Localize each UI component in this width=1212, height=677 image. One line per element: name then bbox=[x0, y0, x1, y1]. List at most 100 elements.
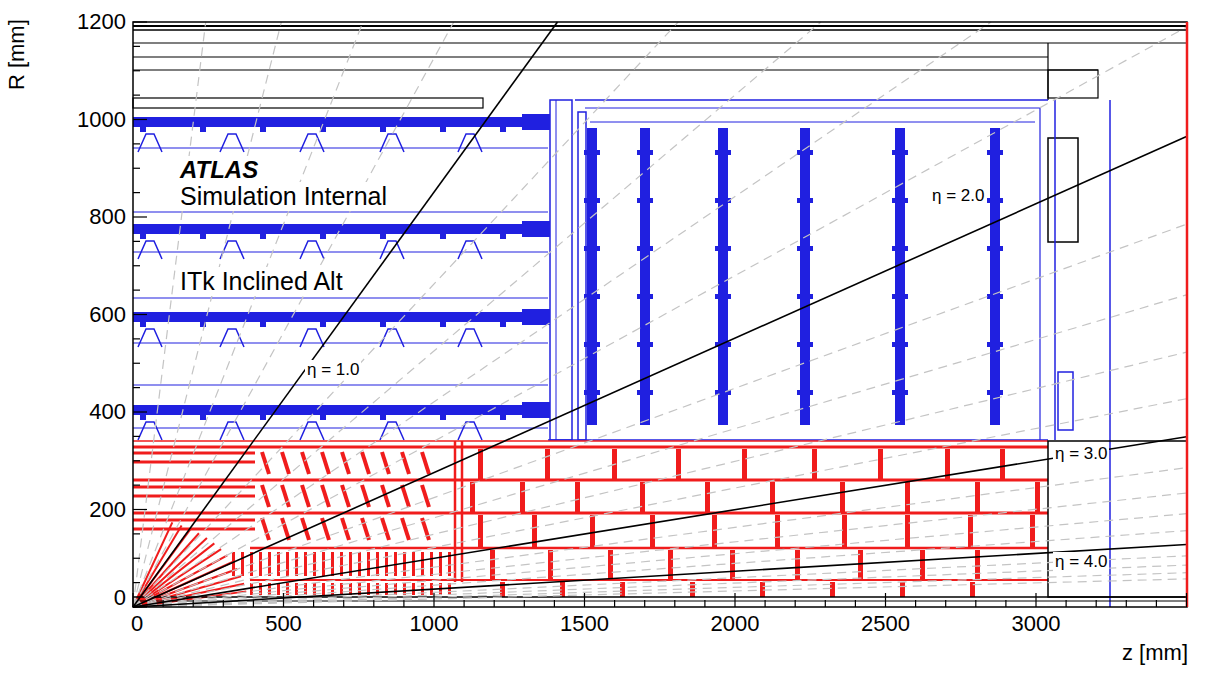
outer-envelope bbox=[133, 29, 1187, 31]
pixel-inner-ring bbox=[412, 583, 415, 595]
strip-endcap-disk bbox=[718, 128, 728, 425]
strip-module-mark bbox=[320, 415, 326, 420]
eta-dashed-line bbox=[133, 22, 678, 607]
strip-support-line bbox=[133, 342, 548, 343]
pixel-inner-ring bbox=[259, 552, 262, 576]
pixel-ring bbox=[775, 515, 780, 548]
pixel-ring bbox=[548, 550, 553, 580]
pixel-ring bbox=[905, 482, 910, 513]
strip-barrel-layer bbox=[133, 117, 525, 127]
axis-tick bbox=[133, 70, 140, 71]
strip-support-bracket bbox=[300, 329, 324, 347]
axis-tick bbox=[193, 600, 194, 607]
pixel-inner-ring bbox=[439, 552, 442, 576]
strip-support-line bbox=[133, 297, 548, 298]
strip-disk-module bbox=[987, 246, 1003, 251]
support-box bbox=[133, 98, 483, 108]
strip-module-mark bbox=[260, 322, 266, 327]
pixel-inner-ring bbox=[277, 583, 280, 595]
strip-disk-module bbox=[987, 390, 1003, 395]
eta-dashed-line bbox=[133, 22, 991, 607]
strip-disk-module bbox=[637, 294, 653, 299]
strip-disk-module bbox=[715, 246, 731, 251]
strip-module-mark bbox=[440, 127, 446, 132]
axis-tick bbox=[825, 600, 826, 607]
strip-module-mark bbox=[380, 415, 386, 420]
strip-module-mark bbox=[200, 234, 206, 239]
eta-line bbox=[133, 544, 1187, 607]
outer-envelope bbox=[133, 56, 1048, 57]
strip-support-bracket bbox=[220, 329, 244, 347]
axis-tick bbox=[1005, 600, 1006, 607]
strip-support-bracket bbox=[220, 134, 244, 152]
pixel-inclined-module bbox=[282, 452, 289, 474]
pixel-inner-ring bbox=[412, 552, 415, 576]
strip-endcap-frame bbox=[1039, 108, 1040, 440]
pixel-inner-ring bbox=[268, 552, 271, 576]
pixel-ring bbox=[842, 515, 847, 548]
strip-module-mark bbox=[140, 127, 146, 132]
strip-disk-module bbox=[987, 294, 1003, 299]
axis-tick bbox=[223, 600, 224, 607]
axis-tick bbox=[885, 593, 886, 607]
axis-tick bbox=[133, 533, 140, 534]
axis-tick bbox=[855, 600, 856, 607]
strip-disk-module bbox=[637, 198, 653, 203]
strip-disk-module bbox=[584, 342, 600, 347]
axis-tick bbox=[133, 363, 140, 364]
pixel-support-line bbox=[133, 446, 1048, 449]
pixel-ring bbox=[905, 515, 910, 548]
axis-tick bbox=[403, 600, 404, 607]
tick-label: 500 bbox=[265, 611, 302, 636]
service-box bbox=[1048, 70, 1098, 98]
strip-support-bracket bbox=[380, 134, 404, 152]
strip-module-mark bbox=[380, 127, 386, 132]
strip-support-bracket bbox=[138, 422, 162, 440]
plot-frame-right bbox=[1186, 22, 1189, 607]
axis-tick bbox=[133, 95, 140, 96]
axis-tick bbox=[133, 241, 140, 242]
strip-module-mark bbox=[440, 415, 446, 420]
strip-module-mark bbox=[500, 234, 506, 239]
axis-tick bbox=[614, 600, 615, 607]
pixel-ring bbox=[712, 515, 717, 548]
pixel-ring bbox=[770, 482, 775, 513]
tick-label: 200 bbox=[89, 497, 126, 522]
strip-disk-module bbox=[987, 342, 1003, 347]
pixel-inclined-module bbox=[322, 485, 329, 507]
strip-disk-module bbox=[637, 150, 653, 155]
pixel-ring bbox=[812, 449, 817, 480]
eta-dashed-line bbox=[133, 493, 1187, 607]
axis-tick bbox=[133, 143, 140, 144]
pixel-inner-ring bbox=[295, 552, 298, 576]
tick-label: 2500 bbox=[861, 611, 910, 636]
pixel-inclined-module bbox=[282, 518, 289, 540]
eta-dashed-line bbox=[133, 27, 1187, 607]
pixel-inner-ring bbox=[322, 583, 325, 595]
axis-tick bbox=[1035, 593, 1036, 607]
axis-tick bbox=[133, 582, 140, 583]
pixel-ring bbox=[545, 449, 550, 480]
axis-tick bbox=[644, 600, 645, 607]
pixel-ring bbox=[1035, 482, 1040, 513]
eta-dashed-line bbox=[133, 22, 281, 607]
tick-label: 400 bbox=[89, 399, 126, 424]
strip-module-mark bbox=[260, 415, 266, 420]
strip-module-mark bbox=[200, 415, 206, 420]
tick-label: 600 bbox=[89, 302, 126, 327]
pixel-inner-ring bbox=[322, 552, 325, 576]
eta-dashed-line bbox=[133, 224, 1187, 607]
strip-disk-module bbox=[584, 198, 600, 203]
axis-tick bbox=[1096, 600, 1097, 607]
pixel-ring bbox=[975, 550, 980, 580]
status-label: Simulation Internal bbox=[178, 182, 389, 211]
axis-tick bbox=[795, 600, 796, 607]
strip-module-mark bbox=[380, 234, 386, 239]
eta-dashed-line bbox=[133, 22, 821, 607]
strip-module-mark bbox=[500, 127, 506, 132]
pixel-ring bbox=[620, 582, 625, 597]
strip-disk-module bbox=[987, 198, 1003, 203]
axis-tick bbox=[133, 411, 147, 412]
axis-tick bbox=[133, 606, 147, 607]
